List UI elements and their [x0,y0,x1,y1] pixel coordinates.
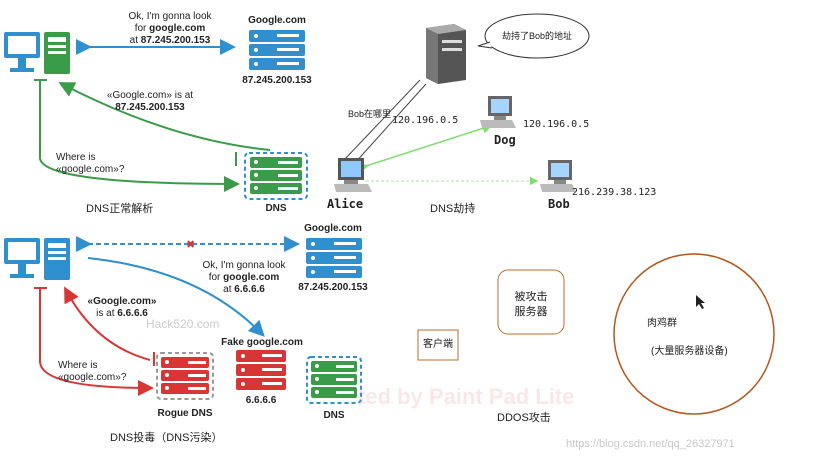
top-google-ip: 87.245.200.153 [242,75,312,86]
hijack-caption: DNS劫持 [430,203,476,215]
fake-google-ip: 6.6.6.6 [245,395,277,406]
top-caption: DNS正常解析 [86,203,154,215]
rogue-dns-server-icon [156,352,214,400]
hack520-watermark: Hack520.com [146,317,220,331]
fake-server-icon [236,350,286,390]
bob-computer-icon [540,160,576,192]
client-label: 客户端 [423,339,453,350]
top-answer-arrow [58,82,271,151]
ddos-caption: DDOS攻击 [497,412,551,424]
dog-ip: 120.196.0.5 [523,119,590,130]
hijack-bubble-text: 劫持了Bob的地址 [501,31,572,41]
hijack-reply-ip: 120.196.0.5 [392,115,459,126]
bottom-answer-arrow [64,286,151,361]
dns-server-icon [244,152,308,200]
bottom-dns-label: DNS [323,410,345,421]
botnet-title: 肉鸡群 [647,318,677,329]
rogue-dns-label: Rogue DNS [157,408,213,419]
client-box [417,329,459,361]
target-server-box [497,269,565,335]
top-answer-text: «Google.com» is at 87.245.200.153 [106,90,194,113]
bottom-query-arrow [39,288,154,396]
top-dns-label: DNS [265,203,287,214]
bob-label: Bob [548,197,570,211]
bottom-fake-lookup-arrow [87,257,265,337]
botnet-circle [613,253,775,415]
bottom-caption: DNS投毒（DNS污染） [110,432,223,444]
client-pc-icon-bottom [4,238,70,280]
google-server-icon [249,30,305,70]
top-where-text: Where is «google.com»? [56,152,125,175]
tower-server-icon [426,24,466,84]
fake-google-label: Fake google.com [221,337,303,348]
paint-watermark: ted by Paint Pad Lite [358,384,575,409]
google-server-icon-bottom [306,238,362,278]
hijack-link-dog [357,123,493,174]
hijack-bubble [484,13,590,59]
top-google-label: Google.com [248,15,306,26]
bottom-answer-text: «Google.com» is at 6.6.6.6 [87,296,157,319]
botnet-subtitle: (大量服务器设备) [651,346,728,357]
target-server-label: 被攻击 服务器 [514,291,548,318]
client-pc-icon [4,32,70,74]
hijack-where-bob: Bob在哪里 [348,109,392,119]
bottom-where-text: Where is «google.com»? [58,360,127,383]
blocked-mark: ✖ [186,238,195,251]
bottom-lookup-text: Ok, I'm gonna look for google.com at 6.6… [202,260,286,295]
alice-label: Alice [327,197,364,211]
dog-computer-icon [480,96,516,128]
hijack-query-line [343,79,421,161]
bottom-google-ip: 87.245.200.153 [298,282,368,293]
bob-ip: 216.239.38.123 [572,187,657,198]
csdn-url: https://blog.csdn.net/qq_26327971 [566,438,735,450]
top-lookup-text: Ok, I'm gonna look for google.com at 87.… [128,11,212,46]
top-query-arrow [39,80,240,192]
alice-computer-icon [334,158,372,192]
hijack-bubble-tail [477,41,493,49]
mouse-cursor-icon [696,295,705,309]
bottom-google-label: Google.com [304,223,362,234]
dog-label: Dog [494,133,516,147]
dns-server-icon-bottom [306,356,362,404]
